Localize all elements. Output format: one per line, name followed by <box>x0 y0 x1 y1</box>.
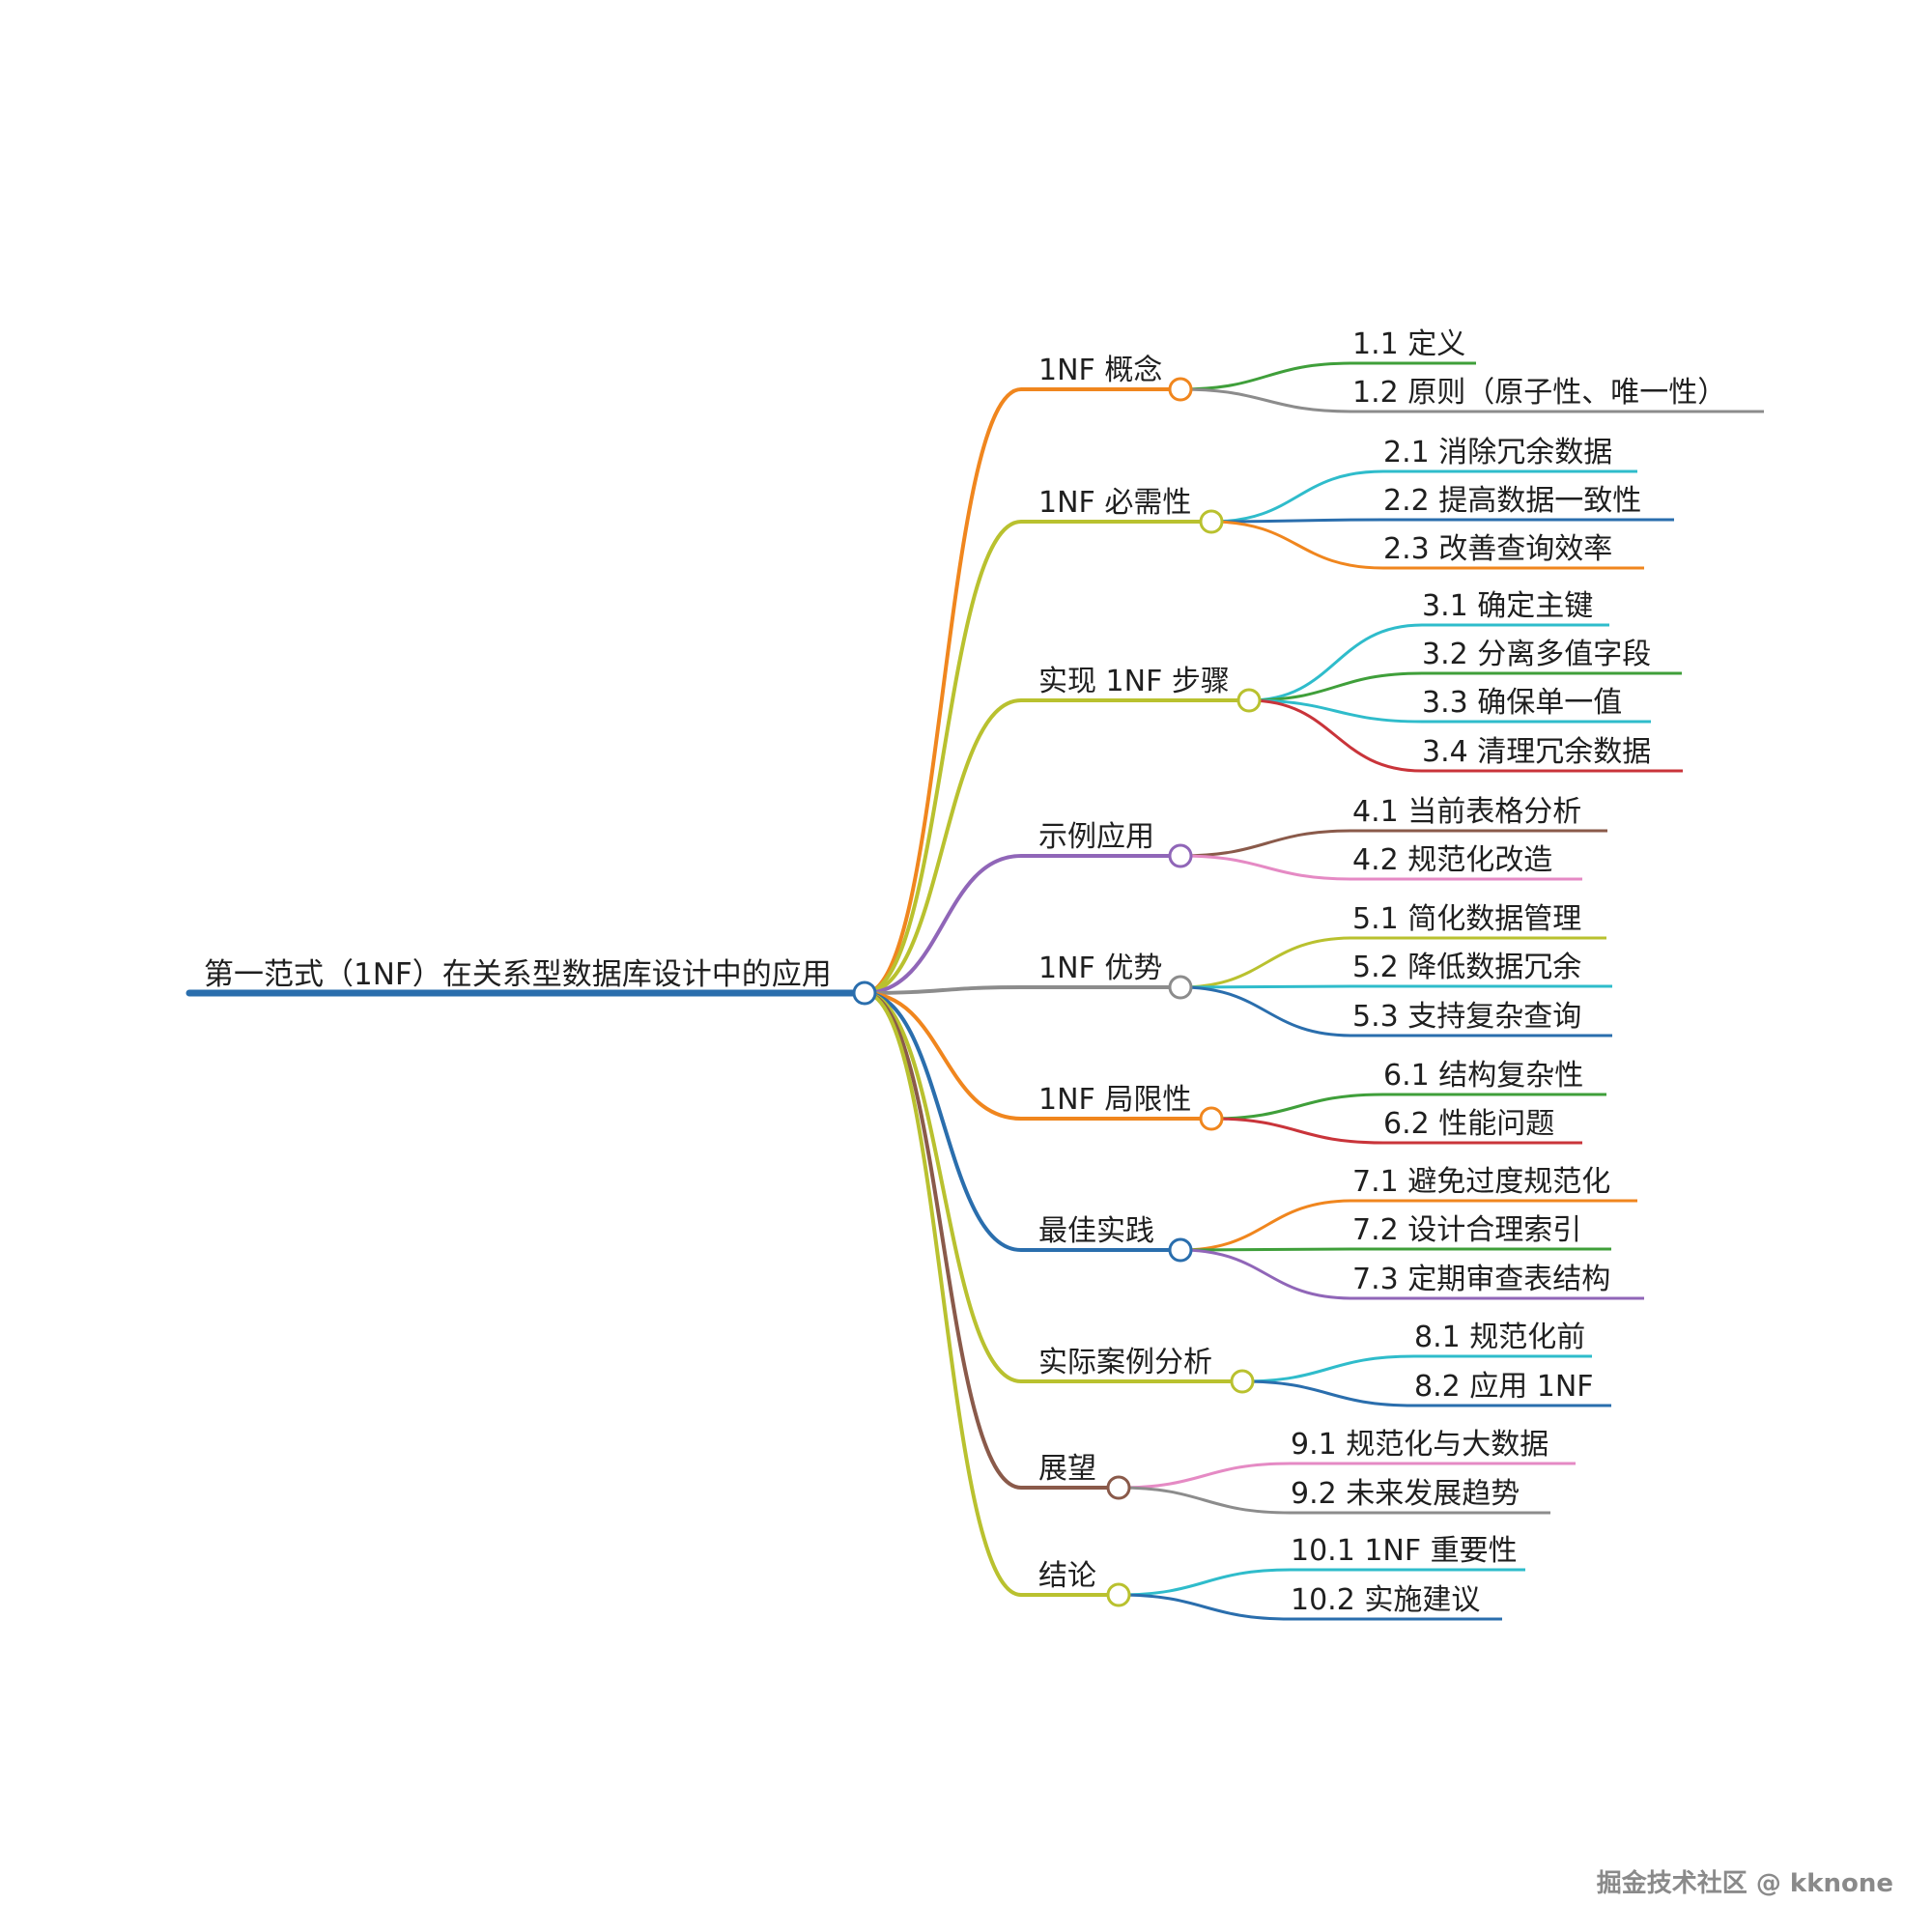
branch-connector <box>864 991 1022 1121</box>
leaf-connector <box>1248 698 1423 773</box>
branch-connector <box>864 991 1022 1597</box>
branch-connector <box>864 387 1022 995</box>
leaf-label: 9.2 未来发展趋势 <box>1291 1477 1520 1511</box>
branch-node[interactable] <box>1168 843 1193 868</box>
leaf-connector <box>1179 1199 1353 1252</box>
connector-layer <box>864 361 1423 1621</box>
branch-node[interactable] <box>1168 377 1193 402</box>
leaf-connector <box>1241 1354 1415 1383</box>
leaf-label: 4.1 当前表格分析 <box>1352 795 1581 829</box>
branch-label: 展望 <box>1038 1452 1096 1486</box>
leaf-connector <box>1210 1117 1384 1145</box>
leaf-connector <box>1210 520 1384 570</box>
branch-node[interactable] <box>1168 1237 1193 1263</box>
leaf-connector <box>1210 518 1384 524</box>
leaf-label: 2.3 改善查询效率 <box>1383 532 1612 566</box>
leaf-label: 7.2 设计合理索引 <box>1352 1213 1581 1247</box>
leaf-connector <box>1210 469 1384 524</box>
leaf-connector <box>1179 985 1353 1037</box>
leaf-label: 10.2 实施建议 <box>1291 1583 1480 1617</box>
branch-connector <box>864 991 1022 1252</box>
leaf-label: 5.1 简化数据管理 <box>1352 902 1581 936</box>
branch-label: 最佳实践 <box>1038 1214 1154 1248</box>
leaf-connector <box>1179 829 1353 858</box>
leaf-label: 6.2 性能问题 <box>1383 1107 1554 1141</box>
leaf-connector <box>1179 1248 1353 1300</box>
leaf-connector <box>1248 671 1423 702</box>
leaf-label: 6.1 结构复杂性 <box>1383 1059 1583 1093</box>
leaf-label: 7.3 定期审查表结构 <box>1352 1263 1610 1296</box>
leaf-label: 2.2 提高数据一致性 <box>1383 484 1641 518</box>
branch-node[interactable] <box>1236 688 1262 713</box>
leaf-label: 5.2 降低数据冗余 <box>1352 951 1581 984</box>
node-circle-layer <box>852 377 1262 1607</box>
branch-label: 1NF 必需性 <box>1038 486 1191 520</box>
leaf-label: 8.1 规范化前 <box>1414 1321 1585 1354</box>
label-layer: 第一范式（1NF）在关系型数据库设计中的应用 1NF 概念 1.1 定义 1.2 原则… <box>204 327 1726 1617</box>
leaf-label: 8.2 应用 1NF <box>1414 1370 1594 1404</box>
branch-node[interactable] <box>1199 509 1224 534</box>
branch-node[interactable] <box>1230 1369 1255 1394</box>
watermark: 掘金技术社区 @ kknone <box>1597 1868 1893 1898</box>
branch-label: 1NF 概念 <box>1038 354 1162 387</box>
leaf-label: 10.1 1NF 重要性 <box>1291 1534 1518 1568</box>
branch-connector <box>864 698 1022 995</box>
leaf-connector <box>1179 361 1353 391</box>
leaf-label: 9.1 规范化与大数据 <box>1291 1428 1548 1462</box>
leaf-label: 7.1 避免过度规范化 <box>1352 1165 1610 1199</box>
root-node[interactable] <box>852 980 877 1006</box>
leaf-label: 5.3 支持复杂查询 <box>1352 1000 1581 1034</box>
branch-label: 1NF 优势 <box>1038 952 1162 985</box>
branch-label: 1NF 局限性 <box>1038 1083 1191 1117</box>
leaf-connector <box>1248 623 1423 702</box>
branch-connector <box>864 985 1022 995</box>
underline-layer <box>185 361 1764 1621</box>
leaf-connector <box>1118 1568 1292 1597</box>
leaf-label: 4.2 规范化改造 <box>1352 843 1552 877</box>
leaf-label: 3.2 分离多值字段 <box>1422 638 1651 671</box>
branch-node[interactable] <box>1106 1475 1131 1500</box>
branch-label: 实现 1NF 步骤 <box>1038 665 1230 698</box>
leaf-connector <box>1179 984 1353 989</box>
branch-label: 实际案例分析 <box>1038 1346 1212 1379</box>
leaf-label: 2.1 消除冗余数据 <box>1383 436 1612 469</box>
branch-label: 示例应用 <box>1038 820 1154 854</box>
leaf-connector <box>1118 1593 1292 1621</box>
leaf-connector <box>1248 698 1423 724</box>
leaf-connector <box>1179 387 1353 413</box>
branch-node[interactable] <box>1168 975 1193 1000</box>
leaf-label: 3.4 清理冗余数据 <box>1422 735 1651 769</box>
branch-connector <box>864 991 1022 1490</box>
branch-connector <box>864 520 1022 995</box>
leaf-connector <box>1179 936 1353 989</box>
leaf-label: 3.3 确保单一值 <box>1422 686 1622 720</box>
branch-label: 结论 <box>1038 1559 1096 1593</box>
leaf-label: 3.1 确定主键 <box>1422 589 1593 623</box>
leaf-label: 1.2 原则（原子性、唯一性） <box>1352 376 1726 410</box>
leaf-label: 1.1 定义 <box>1352 327 1465 361</box>
branch-node[interactable] <box>1106 1582 1131 1607</box>
branch-connector <box>864 991 1022 1383</box>
branch-connector <box>864 854 1022 995</box>
leaf-connector <box>1118 1486 1292 1515</box>
leaf-connector <box>1179 1247 1353 1252</box>
leaf-connector <box>1118 1462 1292 1490</box>
root-label: 第一范式（1NF）在关系型数据库设计中的应用 <box>204 957 832 992</box>
branch-node[interactable] <box>1199 1106 1224 1131</box>
leaf-connector <box>1241 1379 1415 1407</box>
leaf-connector <box>1210 1093 1384 1121</box>
leaf-connector <box>1179 854 1353 881</box>
